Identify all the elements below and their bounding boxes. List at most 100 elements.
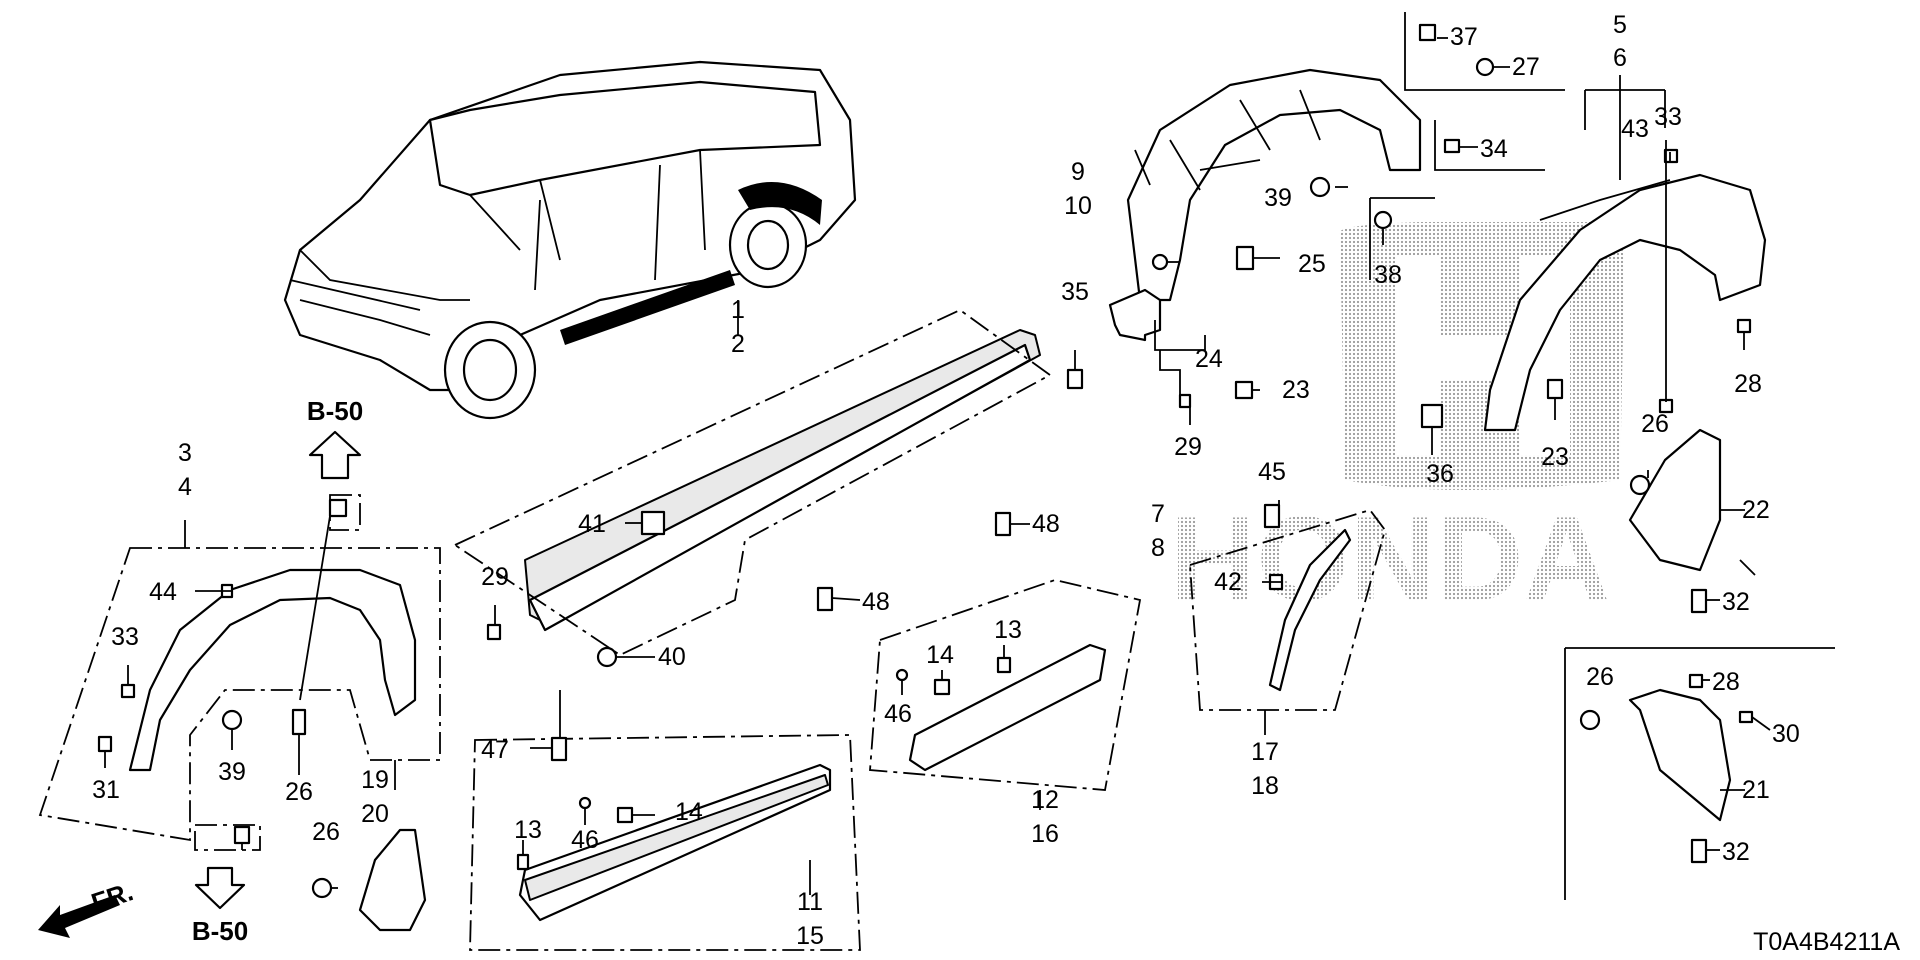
callout-24: 24 [1195,345,1223,373]
screw-27 [1475,57,1495,77]
reference-label-bottom: B-50 [192,916,248,946]
screw-26-right [1629,474,1651,496]
callout-11: 11 [797,888,823,916]
callout-16: 16 [1031,820,1059,848]
part-rear-arch-protector [1483,173,1767,432]
screw-b50 [233,825,251,845]
screw-32-upper [1690,588,1708,614]
callout-32-upper: 32 [1722,588,1750,616]
callout-13-upper: 13 [994,616,1022,644]
callout-4: 4 [178,473,192,501]
callout-46-lower: 46 [571,826,599,854]
part-rear-door-garnish [908,643,1107,772]
callout-7: 7 [1151,500,1165,528]
clip-29-upper [1178,393,1192,409]
callout-33-left: 33 [111,623,139,651]
clip-38 [1373,210,1393,230]
reference-arrow-top [308,430,362,480]
clip-28-lower [1688,673,1704,689]
leader-lines [104,37,1771,895]
callout-38: 38 [1374,261,1402,289]
callout-43: 43 [1621,115,1649,143]
clip-14-upper [933,678,951,696]
callout-40: 40 [658,643,686,671]
direction-label: FR. [88,876,137,917]
callout-12: 12 [1031,786,1059,814]
clip-37 [1418,23,1437,42]
callout-15: 15 [796,922,824,950]
callout-32-lower: 32 [1722,838,1750,866]
part-front-mudguard [358,828,427,932]
callout-35: 35 [1061,278,1089,306]
clip-13-lower [516,853,530,871]
fasteners [97,23,1754,899]
callout-3: 3 [178,439,192,467]
callout-33-right: 33 [1654,103,1682,131]
callout-46-upper: 46 [884,700,912,728]
callout-19: 19 [361,766,389,794]
callout-1: 1 [731,296,745,324]
callout-37: 37 [1450,23,1478,51]
clip-31 [97,735,113,753]
screw-32-lower [1690,838,1708,864]
callout-28-upper: 28 [1734,370,1762,398]
clip-43 [1663,148,1679,164]
callout-28-lower: 28 [1712,668,1740,696]
screw-26-left [291,708,307,736]
callout-47: 47 [481,736,509,764]
clip-40 [596,646,618,668]
clip-29-lower [486,623,502,641]
screw-24 [1151,253,1169,271]
callout-9: 9 [1071,158,1085,186]
callout-20: 20 [361,800,389,828]
clip-36 [1420,403,1444,429]
front-direction-arrow [38,895,120,938]
reference-arrow-bottom [194,866,246,910]
clip-30 [1738,710,1754,724]
callout-48-upper: 48 [1032,510,1060,538]
callout-14-lower: 14 [675,798,703,826]
callout-18: 18 [1251,772,1279,800]
callout-22: 22 [1742,496,1770,524]
clip-41 [640,510,666,536]
reference-label-top: B-50 [307,396,363,426]
clip-33-left [120,683,136,699]
screw-23b [1546,378,1564,400]
callout-labels: 1 2 3 4 5 6 7 8 9 10 11 15 12 16 17 18 1… [92,11,1800,950]
callout-45: 45 [1258,458,1286,486]
callout-29-upper: 29 [1174,433,1202,461]
callout-14-upper: 14 [926,641,954,669]
clip-35 [1066,368,1084,390]
part-lower-door-garnish [518,763,832,922]
clip-48-upper [994,511,1012,537]
callout-39-lower: 39 [218,758,246,786]
callout-29-lower: 29 [481,563,509,591]
part-side-sill-garnish [454,308,1052,657]
part-front-arch-protector [128,568,417,772]
callout-23-a: 23 [1282,376,1310,404]
part-rear-mudguard-left [1628,688,1732,822]
clip-39-upper [1309,176,1331,198]
clip-34 [1443,138,1461,154]
clip-48-lower [816,586,834,612]
callout-8: 8 [1151,534,1165,562]
part-quarter-garnish [1268,528,1352,692]
callout-41: 41 [578,510,606,538]
callout-42: 42 [1214,568,1242,596]
callout-26-right: 26 [1641,410,1669,438]
callout-13-lower: 13 [514,816,542,844]
screw-26-lower [1579,709,1601,731]
clip-13-upper [996,656,1012,674]
part-rear-mudguard-right [1628,428,1722,572]
screw-46-upper [895,668,909,682]
clip-28-upper [1736,318,1752,334]
callout-31: 31 [92,776,120,804]
callout-26-lower: 26 [1586,663,1614,691]
callout-23-b: 23 [1541,443,1569,471]
callout-17: 17 [1251,738,1279,766]
callout-36: 36 [1426,460,1454,488]
callout-34: 34 [1480,135,1508,163]
clip-b50 [328,498,348,518]
diagram-code: T0A4B4211A [1753,928,1900,956]
